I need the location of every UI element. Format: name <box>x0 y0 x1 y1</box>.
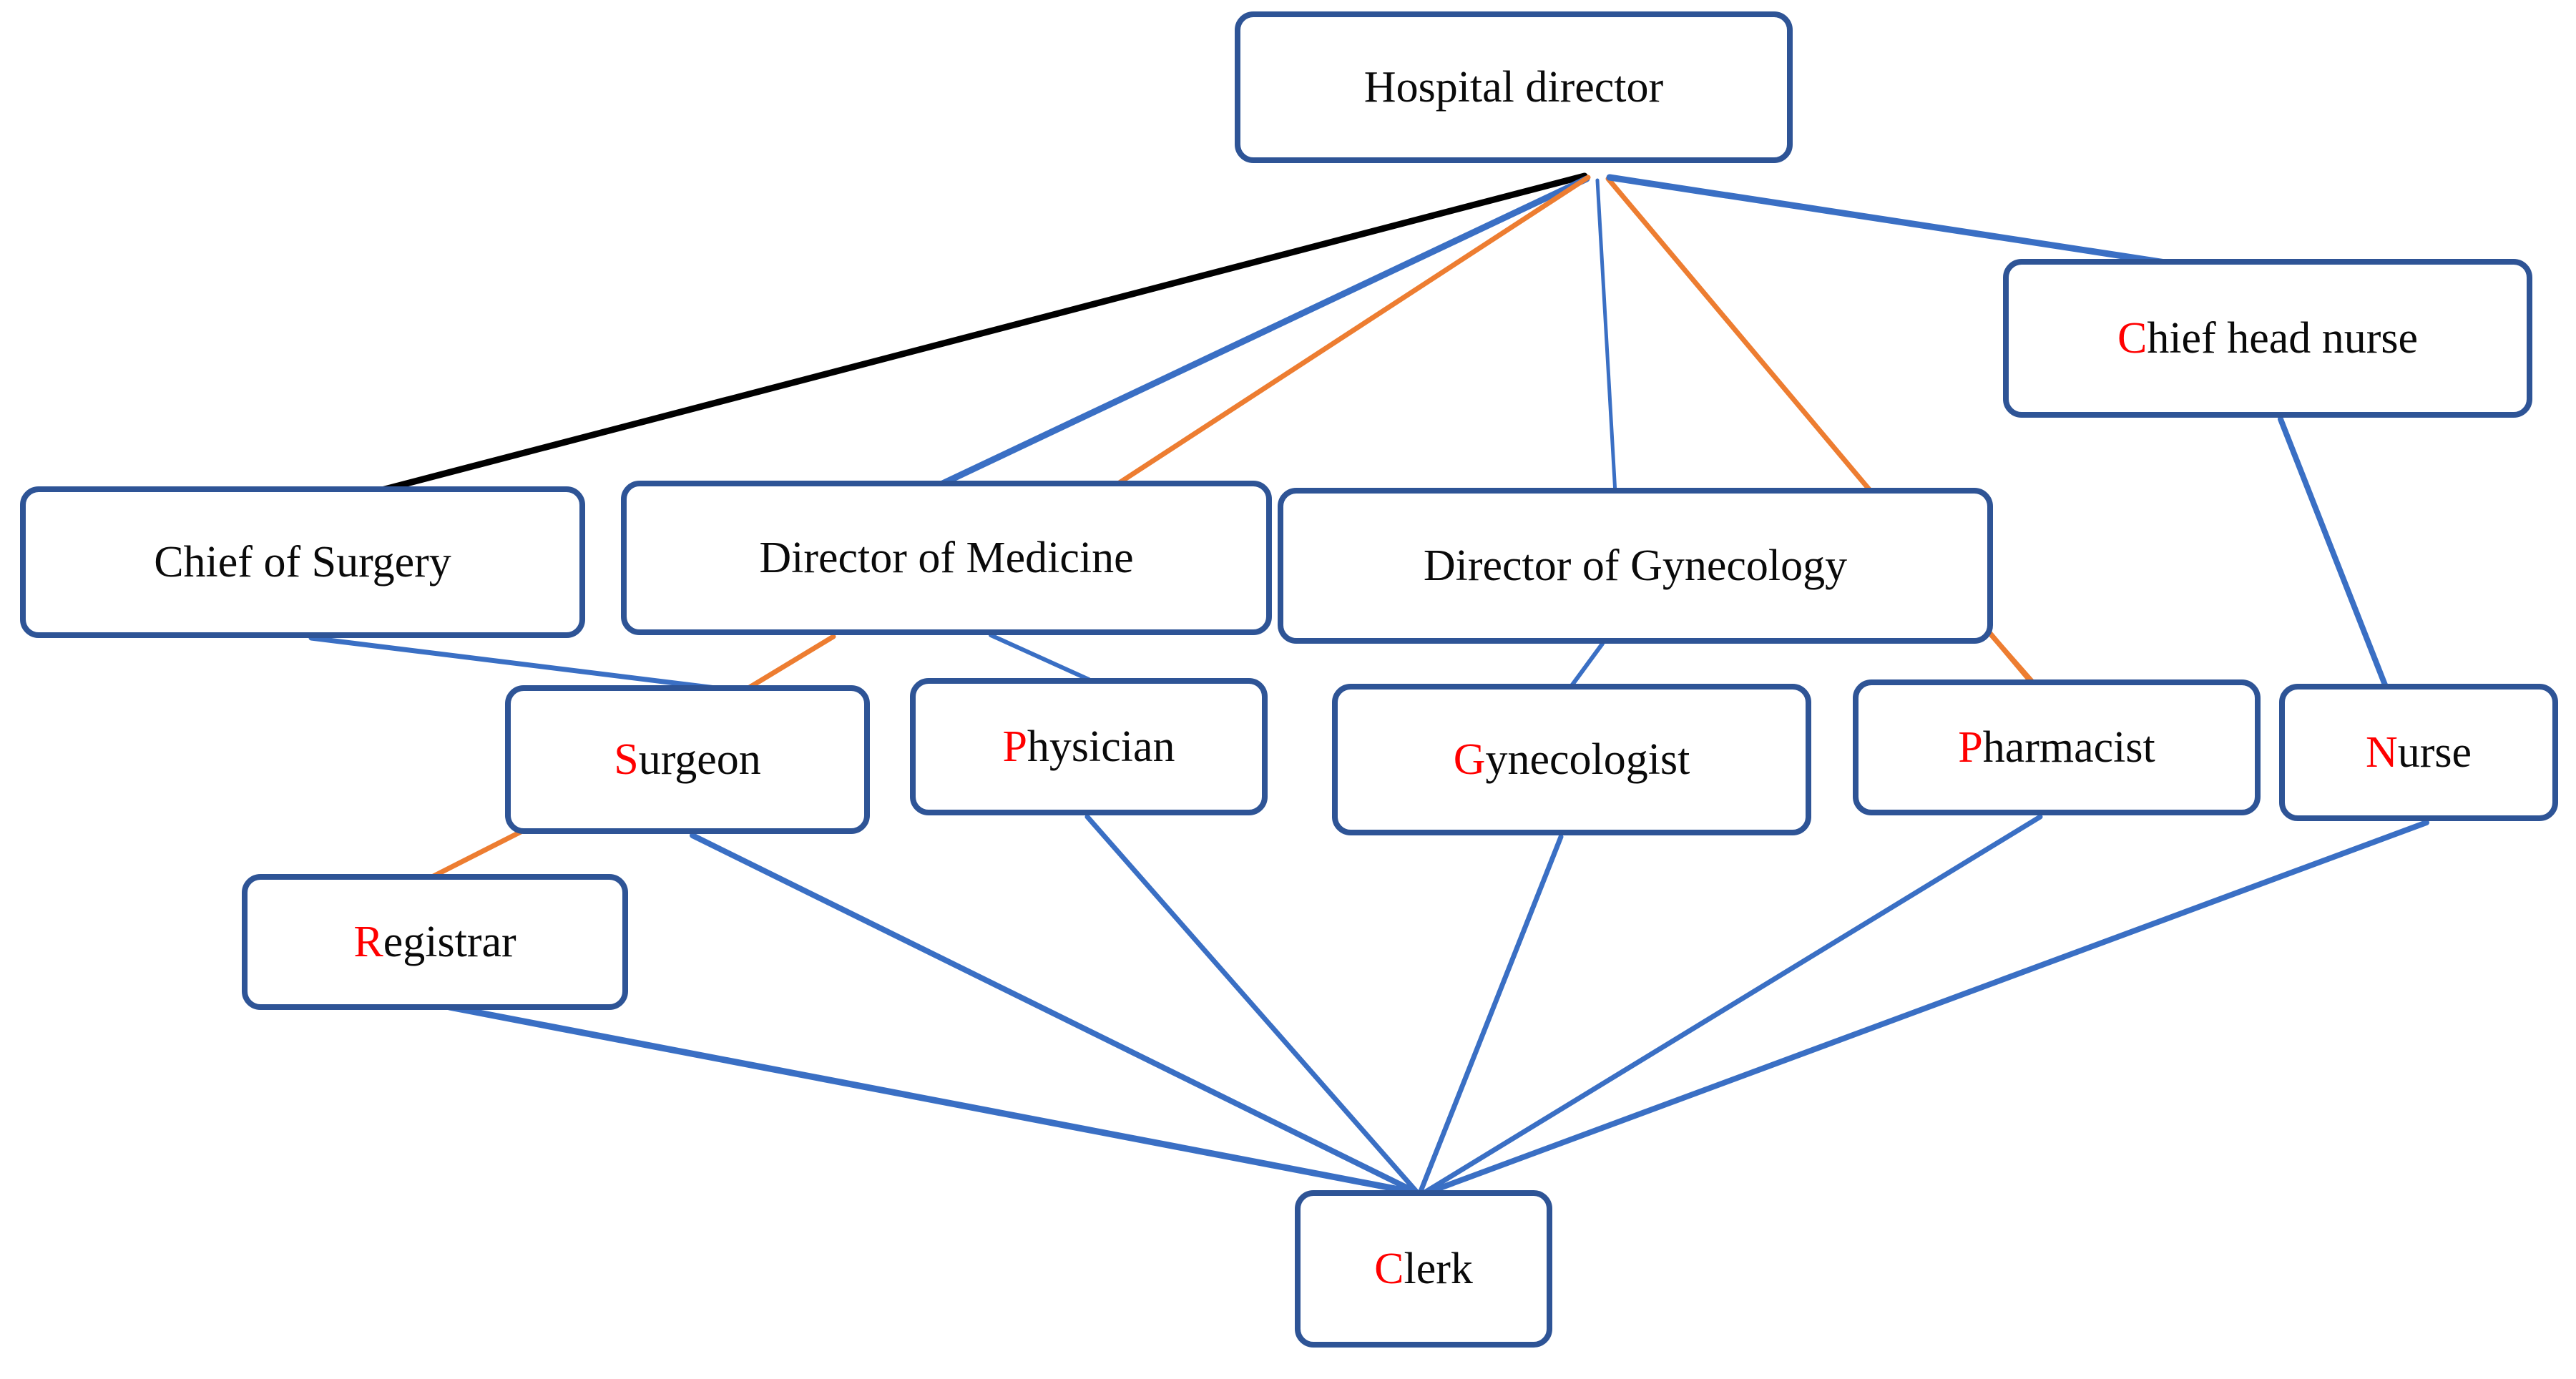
edge-surg-reg <box>426 828 525 881</box>
node-label: Chief of Surgery <box>154 537 451 587</box>
edge-dog-phar <box>1982 625 2034 684</box>
node-label: Registrar <box>353 918 516 966</box>
edge-dom-surg <box>745 634 836 691</box>
node-label: Clerk <box>1374 1245 1473 1293</box>
node-surgeon[interactable]: Surgeon <box>505 685 870 834</box>
node-label-rest: lerk <box>1404 1244 1473 1293</box>
node-label-initial: R <box>353 917 383 966</box>
node-gynecologist[interactable]: Gynecologist <box>1332 684 1811 835</box>
edge-hd-cos <box>376 172 1588 494</box>
node-label-rest: urse <box>2397 727 2472 777</box>
node-label-rest: urgeon <box>638 735 761 784</box>
node-label: Physician <box>1002 722 1175 771</box>
node-registrar[interactable]: Registrar <box>242 874 628 1010</box>
edge-hd-chn <box>1606 174 2183 268</box>
node-director-of-gynecology[interactable]: Director of Gynecology <box>1278 488 1993 644</box>
node-label-initial: G <box>1453 735 1486 784</box>
node-label-initial: S <box>614 735 639 784</box>
edge-gyn-clerk <box>1417 834 1564 1196</box>
edge-reg-clerk <box>446 1003 1421 1197</box>
node-label-initial: C <box>1374 1244 1404 1293</box>
node-label: Gynecologist <box>1454 735 1690 784</box>
node-label-initial: C <box>2117 313 2148 363</box>
edge-dog-gyn <box>1569 642 1605 689</box>
node-label-rest: hief head nurse <box>2147 313 2419 363</box>
node-label: Director of Gynecology <box>1423 541 1848 590</box>
edge-phar-clerk <box>1421 814 2043 1196</box>
node-label-rest: harmacist <box>1982 722 2155 772</box>
node-label: Nurse <box>2366 728 2472 777</box>
node-label-initial: N <box>2365 727 2398 777</box>
edge-nurse-clerk <box>1424 820 2429 1196</box>
edge-surg-clerk <box>690 833 1421 1196</box>
node-label: Surgeon <box>614 735 761 784</box>
node-clerk[interactable]: Clerk <box>1295 1190 1552 1348</box>
node-label-initial: P <box>1958 722 1983 772</box>
node-chief-of-surgery[interactable]: Chief of Surgery <box>20 486 585 638</box>
node-label: Director of Medicine <box>759 533 1134 582</box>
edge-chn-nurse <box>2278 416 2389 690</box>
node-label: Hospital director <box>1363 62 1664 112</box>
edge-hd-dom-o <box>1113 175 1591 488</box>
node-label-initial: P <box>1002 722 1027 771</box>
node-label-rest: egistrar <box>383 917 516 966</box>
node-label: Pharmacist <box>1958 723 2155 772</box>
node-nurse[interactable]: Nurse <box>2279 684 2558 821</box>
node-physician[interactable]: Physician <box>910 678 1268 815</box>
edge-phys-clerk <box>1084 814 1421 1196</box>
node-pharmacist[interactable]: Pharmacist <box>1853 679 2261 815</box>
node-chief-head-nurse[interactable]: Chief head nurse <box>2003 259 2532 418</box>
edge-dom-phys <box>989 633 1091 682</box>
edge-hd-dom-b <box>930 175 1590 491</box>
node-label-rest: hysician <box>1027 722 1175 771</box>
node-director-of-medicine[interactable]: Director of Medicine <box>621 481 1272 635</box>
node-label-rest: ynecologist <box>1485 735 1690 784</box>
node-label: Chief head nurse <box>2117 314 2418 363</box>
edge-cos-surg <box>308 635 718 691</box>
edge-hd-dog <box>1595 178 1617 496</box>
node-hospital-director[interactable]: Hospital director <box>1235 11 1793 163</box>
